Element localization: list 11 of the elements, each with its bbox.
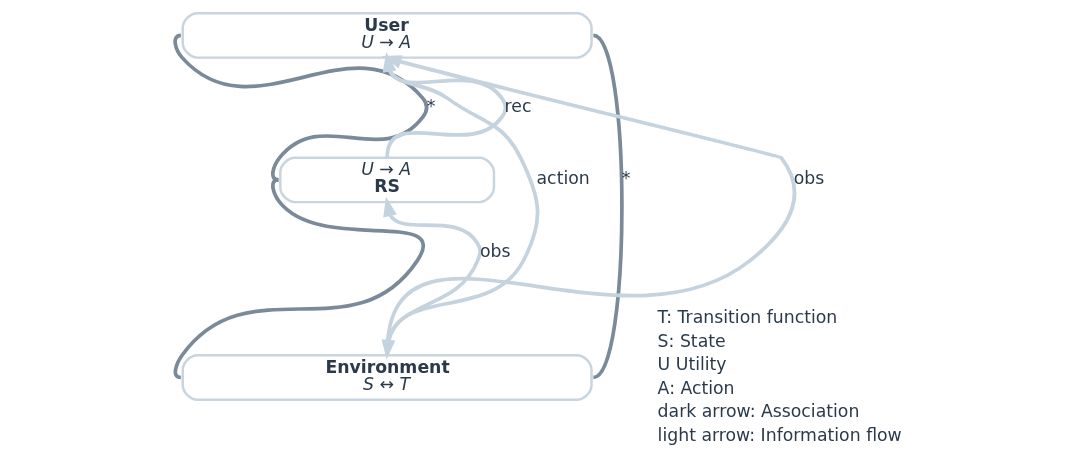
- edge-label: action: [536, 168, 590, 189]
- edge-label: *: [426, 96, 435, 117]
- edge-label: obs: [793, 168, 824, 189]
- edge-label: rec: [504, 96, 531, 117]
- label: S: State: [657, 330, 726, 351]
- label: T: Transition function: [657, 307, 837, 328]
- label: dark arrow: Association: [657, 401, 859, 422]
- label: light arrow: Information flow: [657, 424, 902, 445]
- edge-label: obs: [479, 240, 510, 261]
- label: A: Action: [657, 377, 735, 398]
- label: U Utility: [657, 354, 727, 375]
